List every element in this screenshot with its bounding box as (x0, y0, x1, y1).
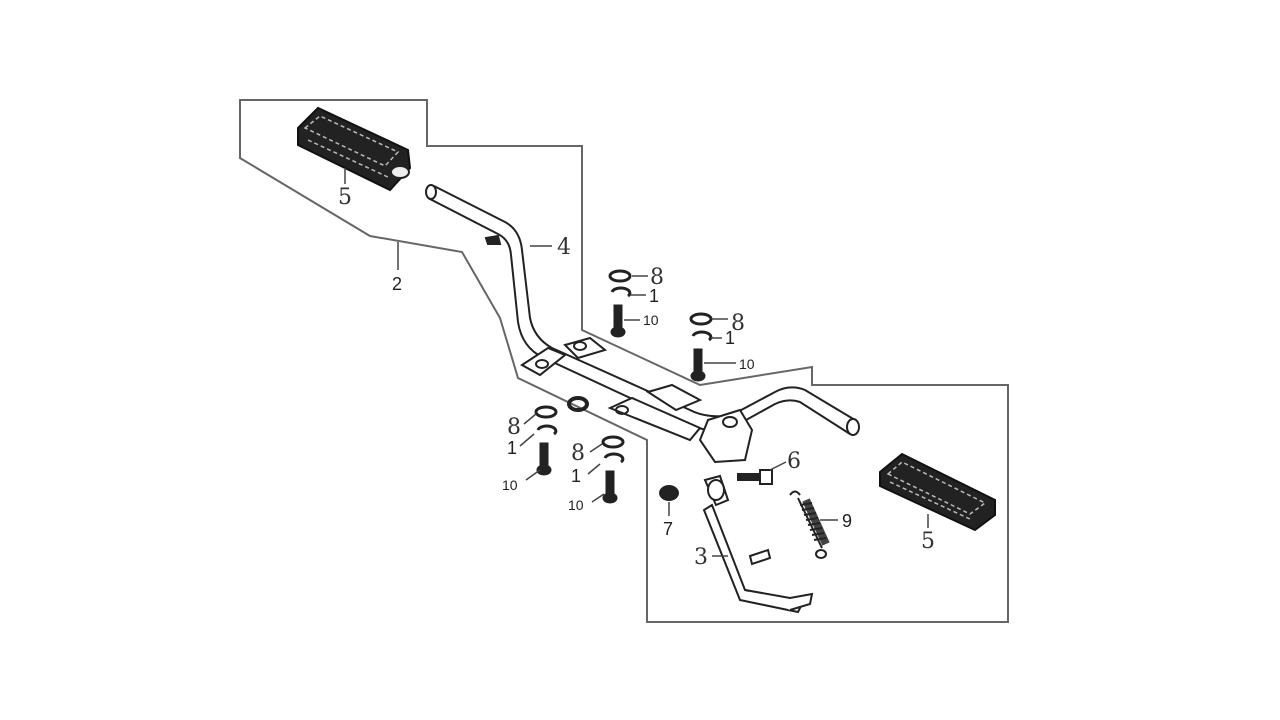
callout-8-d: 8 (571, 441, 585, 466)
callout-10-b: 10 (739, 356, 755, 372)
callout-10-d: 10 (568, 497, 584, 513)
fastener-set-b (689, 312, 713, 382)
side-stand (702, 474, 814, 614)
callout-5-left: 5 (338, 185, 352, 210)
callout-1-a: 1 (649, 286, 659, 306)
footpeg-left (297, 106, 412, 192)
callout-6: 6 (787, 449, 801, 474)
callout-4: 4 (557, 235, 571, 260)
callout-9: 9 (842, 511, 852, 531)
callout-1-c: 1 (507, 438, 517, 458)
callout-1-d: 1 (571, 466, 581, 486)
callout-10-c: 10 (502, 477, 518, 493)
callout-3: 3 (694, 545, 708, 570)
callout-7: 7 (663, 519, 673, 539)
callout-8-c: 8 (507, 415, 521, 440)
nut (659, 485, 679, 501)
fastener-set-d (601, 435, 625, 504)
fastener-set-c (534, 405, 558, 476)
group-outline (239, 99, 1009, 623)
pivot-bolt (737, 469, 773, 485)
spring (789, 490, 830, 559)
callout-2: 2 (392, 274, 402, 294)
leader-lines (397, 242, 838, 557)
callout-8-b: 8 (731, 311, 745, 336)
callout-8-a: 8 (650, 265, 664, 290)
footpeg-right (879, 452, 996, 532)
footrest-bar (425, 184, 860, 464)
fastener-set-a (608, 269, 632, 338)
callout-5-right: 5 (921, 529, 935, 554)
callout-10-a: 10 (643, 312, 659, 328)
callout-1-b: 1 (725, 328, 735, 348)
